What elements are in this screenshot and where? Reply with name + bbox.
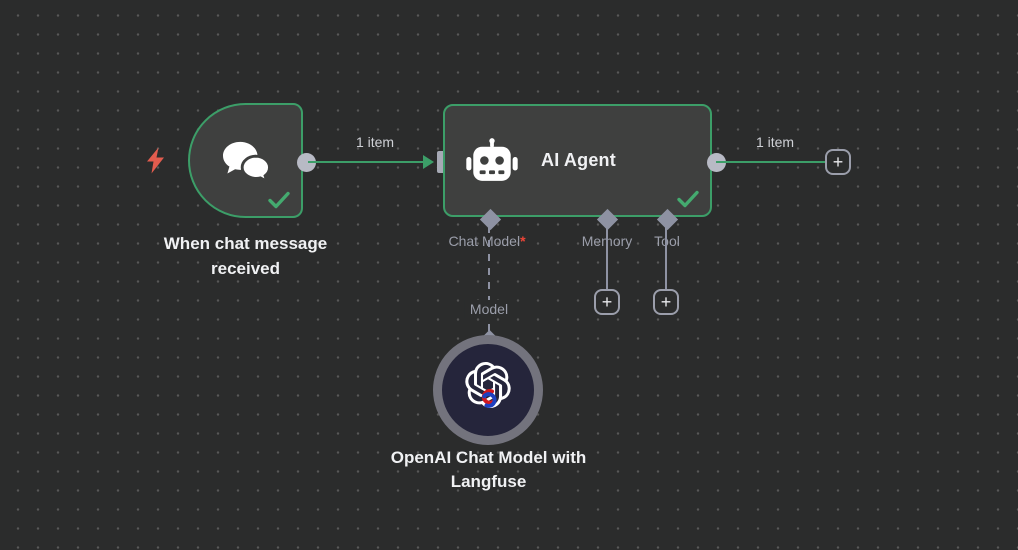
model-node-label: OpenAI Chat Model with Langfuse	[390, 448, 587, 491]
success-check-icon	[268, 191, 290, 209]
connection-items-label: 1 item	[755, 134, 795, 150]
plus-icon: +	[660, 292, 672, 312]
plus-icon: +	[832, 152, 844, 172]
model-connection-label: Model	[464, 300, 514, 318]
connection-arrowhead	[423, 155, 434, 169]
success-check-icon	[677, 190, 699, 208]
connection-model-to-agent[interactable]	[487, 226, 491, 343]
robot-icon	[466, 137, 518, 181]
trigger-node-label: When chat message received	[163, 234, 328, 278]
memory-connector-stem	[605, 226, 609, 290]
port-label-chat-model: Chat Model*	[448, 233, 526, 249]
node-ai-agent[interactable]: AI Agent	[443, 104, 712, 217]
connection-items-label: 1 item	[355, 134, 395, 150]
trigger-bolt-icon	[147, 147, 164, 174]
required-marker: *	[520, 233, 526, 249]
connection-trigger-to-agent[interactable]	[308, 160, 426, 163]
tool-connector-stem	[664, 226, 668, 290]
connection-agent-to-add[interactable]	[716, 160, 826, 163]
agent-node-title: AI Agent	[541, 150, 616, 170]
add-next-node-button[interactable]: +	[825, 149, 851, 175]
chat-bubbles-icon	[222, 141, 271, 184]
plus-icon: +	[601, 292, 613, 312]
add-memory-button[interactable]: +	[594, 289, 620, 315]
openai-logo	[465, 362, 511, 408]
add-tool-button[interactable]: +	[653, 289, 679, 315]
node-when-chat-message-received[interactable]	[188, 103, 303, 218]
trigger-output-endpoint[interactable]	[297, 152, 316, 172]
langfuse-badge-icon	[481, 389, 497, 408]
agent-input-port[interactable]	[437, 151, 448, 173]
